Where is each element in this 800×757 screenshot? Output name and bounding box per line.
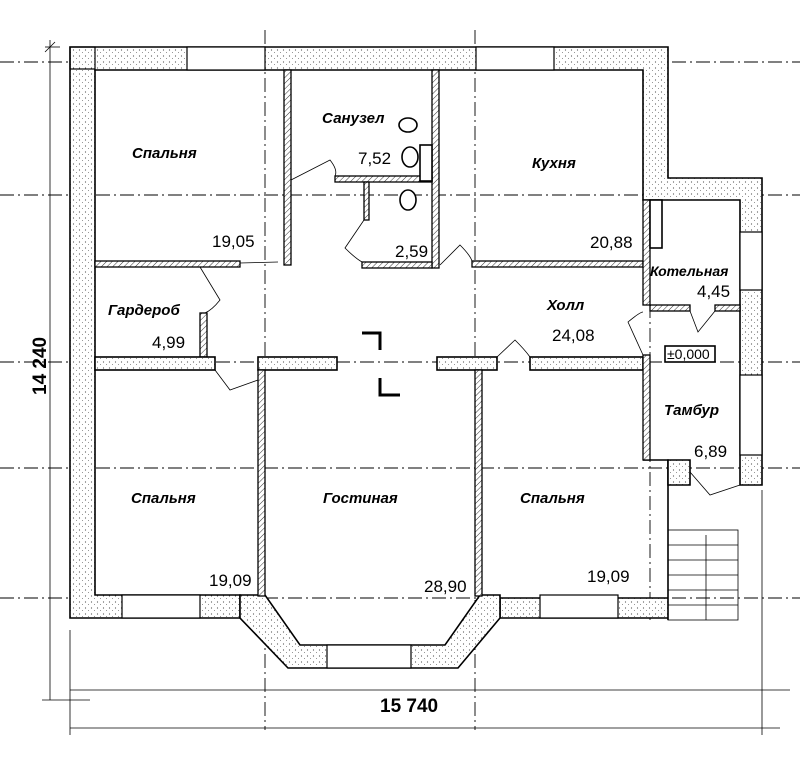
room-name: Кухня [532,155,576,172]
toilet-icon [398,117,418,133]
window [475,46,555,71]
room-area: 20,88 [590,233,633,252]
room-name: Холл [546,297,585,314]
room-name: Тамбур [664,402,719,419]
room-name: Спальня [132,145,197,162]
window [186,46,266,71]
room-area: 4,45 [697,282,730,301]
exterior-walls [69,46,763,669]
interior-walls [94,69,741,597]
room-area: 6,89 [694,442,727,461]
window [739,231,763,291]
room-name: Спальня [131,490,196,507]
room-area: 7,52 [358,149,391,168]
level-mark: ±0,000 [667,346,710,362]
room-area: 19,09 [587,567,630,586]
total-width-dimension: 15 740 [380,696,438,717]
entrance-stairs [667,529,739,621]
ventilation-ducts [419,144,663,249]
toilet-icon [399,189,417,211]
window [326,644,412,669]
room-area: 19,09 [209,571,252,590]
room-area: 24,08 [552,326,595,345]
door-swings [199,159,741,496]
total-height-dimension: 14 240 [30,337,51,395]
window [739,374,763,456]
sink-icon [401,146,419,168]
room-area: 2,59 [395,242,428,261]
room-area: 28,90 [424,577,467,596]
room-area: 4,99 [152,333,185,352]
window [69,46,96,70]
room-name: Гардероб [108,302,180,319]
axis-lines [0,30,800,730]
window [121,594,201,619]
room-name: Котельная [650,263,728,279]
section-mark [362,331,400,397]
room-labels: Спальня 19,05 Санузел 7,52 2,59 Кухня 20… [108,110,730,596]
room-name: Гостиная [323,490,398,507]
window [539,594,619,619]
sanitary-fixtures [398,117,419,211]
room-name: Санузел [322,110,385,127]
room-name: Спальня [520,490,585,507]
dimension-lines [42,40,790,735]
level-mark-box [664,345,716,363]
room-area: 19,05 [212,232,255,251]
